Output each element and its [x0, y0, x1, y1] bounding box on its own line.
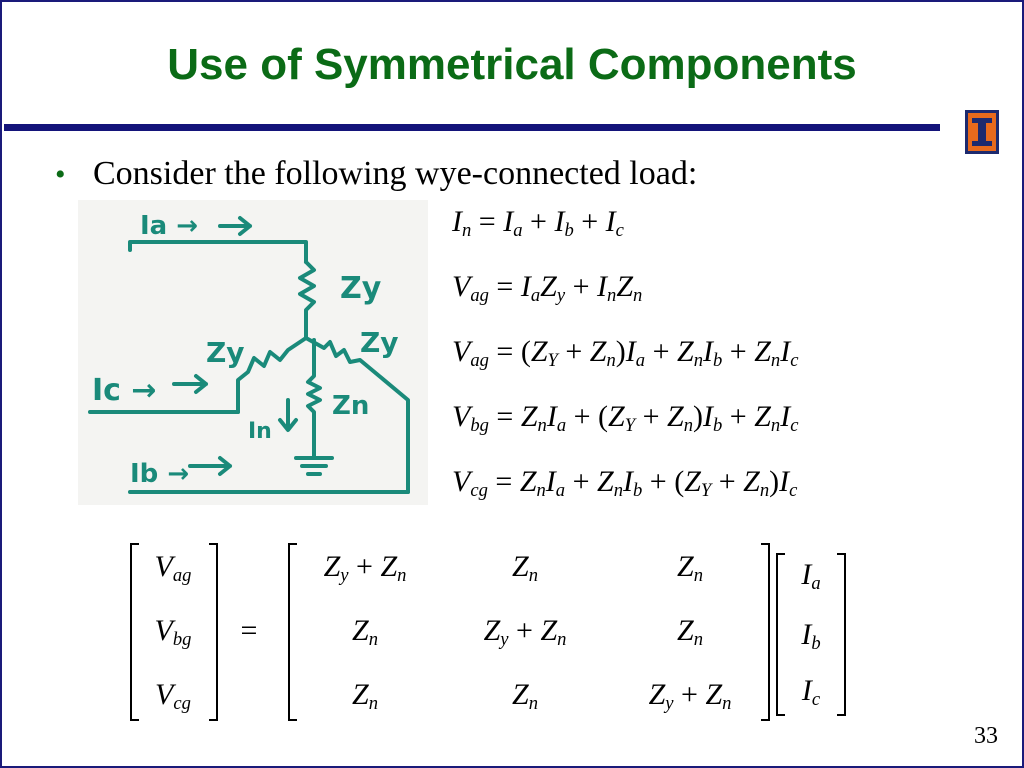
- equation-vag-1: Vag = IaZy + InZn: [452, 270, 643, 307]
- matrix-equation: Vag Vbg Vcg = Zy + Zn Zn Zn Zn Zy + Zn Z…: [125, 540, 855, 725]
- sketch-label-ia: Ia →: [140, 211, 198, 241]
- slide-title: Use of Symmetrical Components: [167, 40, 857, 89]
- matrix-cell-2-3: Zn: [677, 614, 703, 651]
- bullet-text: Consider the following wye-connected loa…: [93, 155, 698, 192]
- sketch-label-zn: Zn: [332, 391, 369, 421]
- sketch-label-ib: Ib →: [130, 459, 189, 489]
- matrix-cell-3-1: Zn: [352, 678, 378, 715]
- vector-ib: Ib: [801, 618, 821, 655]
- vector-ic: Ic: [801, 674, 821, 711]
- equation-vbg: Vbg = ZnIa + (ZY + Zn)Ib + ZnIc: [452, 400, 799, 437]
- sketch-label-zy-top: Zy: [340, 271, 382, 306]
- vector-vcg: Vcg: [155, 678, 191, 715]
- title-rule: [4, 124, 940, 131]
- matrix-cell-2-2: Zy + Zn: [483, 614, 567, 651]
- vector-vag: Vag: [154, 550, 192, 587]
- page-number: 33: [974, 723, 998, 749]
- matrix-cell-1-1: Zy + Zn: [323, 550, 407, 587]
- matrix-cell-1-2: Zn: [512, 550, 538, 587]
- matrix-cell-3-3: Zy + Zn: [648, 678, 732, 715]
- matrix-cell-3-2: Zn: [512, 678, 538, 715]
- sketch-label-zy-right: Zy: [360, 326, 399, 359]
- equation-neutral-current: In = Ia + Ib + Ic: [452, 205, 624, 242]
- matrix-cell-2-1: Zn: [352, 614, 378, 651]
- matrix-equals-sign: =: [240, 614, 258, 647]
- sketch-label-in: In: [248, 419, 272, 444]
- wye-load-sketch: Ia → Ic → Ib → Zy Zy Zy Zn In: [78, 200, 428, 505]
- sketch-label-zy-left: Zy: [206, 336, 245, 369]
- matrix-cell-1-3: Zn: [677, 550, 703, 587]
- matrix-brackets: [130, 543, 846, 721]
- university-logo-icon: [965, 110, 999, 154]
- bullet-dot-icon: •: [55, 158, 66, 191]
- sketch-label-ic: Ic →: [92, 373, 157, 408]
- bullet-item: • Consider the following wye-connected l…: [55, 155, 697, 193]
- equation-vag-2: Vag = (ZY + Zn)Ia + ZnIb + ZnIc: [452, 335, 799, 372]
- vector-vbg: Vbg: [154, 614, 192, 651]
- vector-ia: Ia: [801, 558, 821, 595]
- equation-vcg: Vcg = ZnIa + ZnIb + (ZY + Zn)Ic: [452, 465, 798, 502]
